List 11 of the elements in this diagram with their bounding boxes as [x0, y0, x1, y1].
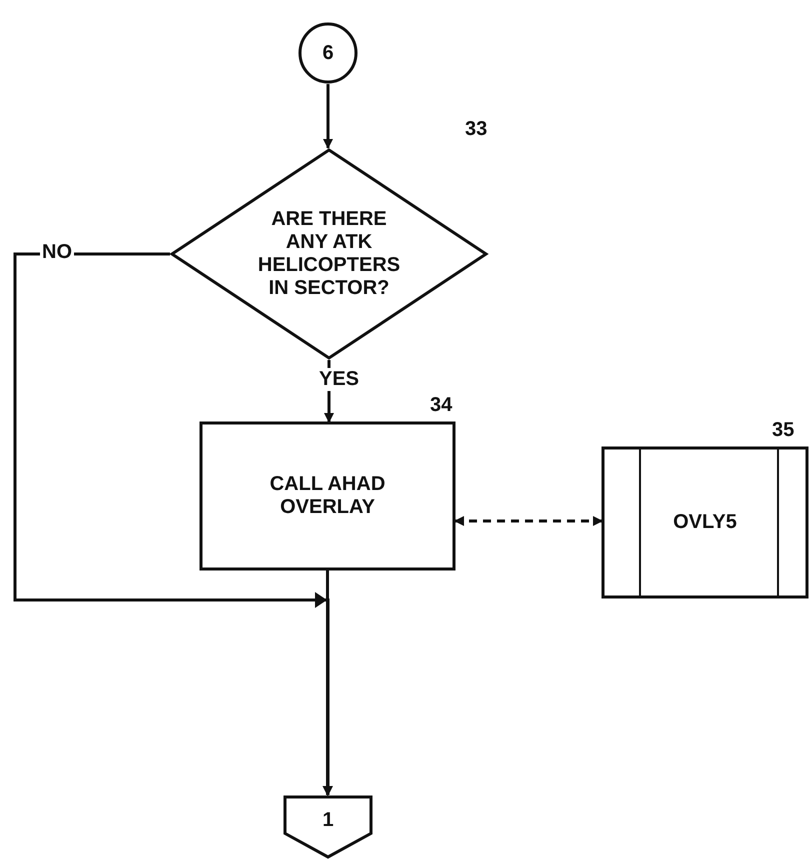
step-number: 33: [465, 118, 488, 141]
node-text: 1: [321, 808, 335, 832]
step-number: 34: [430, 394, 452, 417]
node-text: OVLY5: [672, 511, 738, 534]
edge-label: YES: [317, 368, 362, 391]
off-page-connector: [283, 795, 373, 859]
node-text: 6: [321, 42, 335, 64]
node-text: ARE THERE ANY ATK HELICOPTERS IN SECTOR?: [256, 208, 402, 300]
node-text: CALL AHAD OVERLAY: [268, 473, 386, 519]
connector-circle: [298, 22, 358, 84]
step-number: 35: [772, 419, 794, 442]
